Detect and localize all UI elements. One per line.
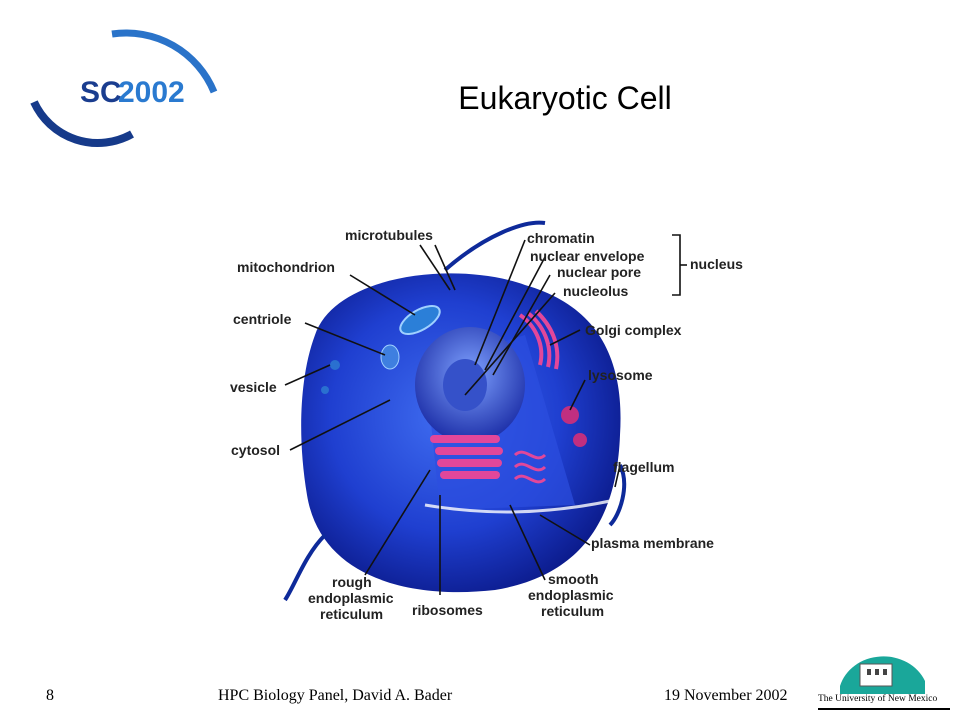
label-lysosome: lysosome <box>588 367 653 383</box>
logo-sc-text: SC <box>80 76 122 109</box>
label-rough-er-3: reticulum <box>320 606 383 622</box>
vesicle-shape <box>330 360 340 370</box>
slide-title: Eukaryotic Cell <box>458 80 672 116</box>
footer-presenter: HPC Biology Panel, David A. Bader <box>218 687 453 704</box>
label-microtubules: microtubules <box>345 227 433 243</box>
plasma-membrane-line <box>424 498 616 514</box>
sc2002-logo: SC 2002 <box>30 29 218 147</box>
flagellum-shape <box>608 464 627 527</box>
top-flagellum <box>443 220 546 272</box>
bottom-flagellum <box>283 533 327 602</box>
label-smooth-er-2: endoplasmic <box>528 587 614 603</box>
label-nucleolus: nucleolus <box>563 283 629 299</box>
unm-logo <box>840 656 925 694</box>
label-nuclear-pore: nuclear pore <box>557 264 641 280</box>
label-plasma-membrane: plasma membrane <box>591 535 714 551</box>
golgi-shape <box>518 309 560 370</box>
label-nucleus: nucleus <box>690 256 743 272</box>
logo-arc-top <box>111 29 218 94</box>
label-golgi: Golgi complex <box>585 322 682 338</box>
label-flagellum: flagellum <box>613 459 674 475</box>
label-centriole: centriole <box>233 311 292 327</box>
lysosome-shape <box>561 406 579 424</box>
nucleolus-shape <box>443 359 487 411</box>
centriole-shape <box>380 344 400 370</box>
mitochondrion-shape <box>399 305 441 335</box>
page-number: 8 <box>46 687 54 704</box>
label-smooth-er-3: reticulum <box>541 603 604 619</box>
label-smooth-er-1: smooth <box>548 571 599 587</box>
unm-logo-text: The University of New Mexico <box>818 694 938 704</box>
leader-lines <box>284 234 687 595</box>
rough-er-shape <box>430 435 503 479</box>
label-vesicle: vesicle <box>230 379 277 395</box>
label-ribosomes: ribosomes <box>412 602 483 618</box>
cell-diagram: microtubules mitochondrion centriole ves… <box>230 220 743 622</box>
smooth-er-shape <box>513 450 547 484</box>
label-cytosol: cytosol <box>231 442 280 458</box>
label-rough-er-1: rough <box>332 574 372 590</box>
logo-arc-bottom <box>30 100 134 147</box>
label-rough-er-2: endoplasmic <box>308 590 394 606</box>
label-chromatin: chromatin <box>527 230 595 246</box>
label-mitochondrion: mitochondrion <box>237 259 335 275</box>
vesicle-shape-2 <box>321 386 329 394</box>
footer-date: 19 November 2002 <box>664 687 788 704</box>
lysosome-shape-2 <box>573 433 587 447</box>
label-nuclear-envelope: nuclear envelope <box>530 248 645 264</box>
unm-rule <box>818 708 950 710</box>
logo-year-text: 2002 <box>118 76 185 109</box>
